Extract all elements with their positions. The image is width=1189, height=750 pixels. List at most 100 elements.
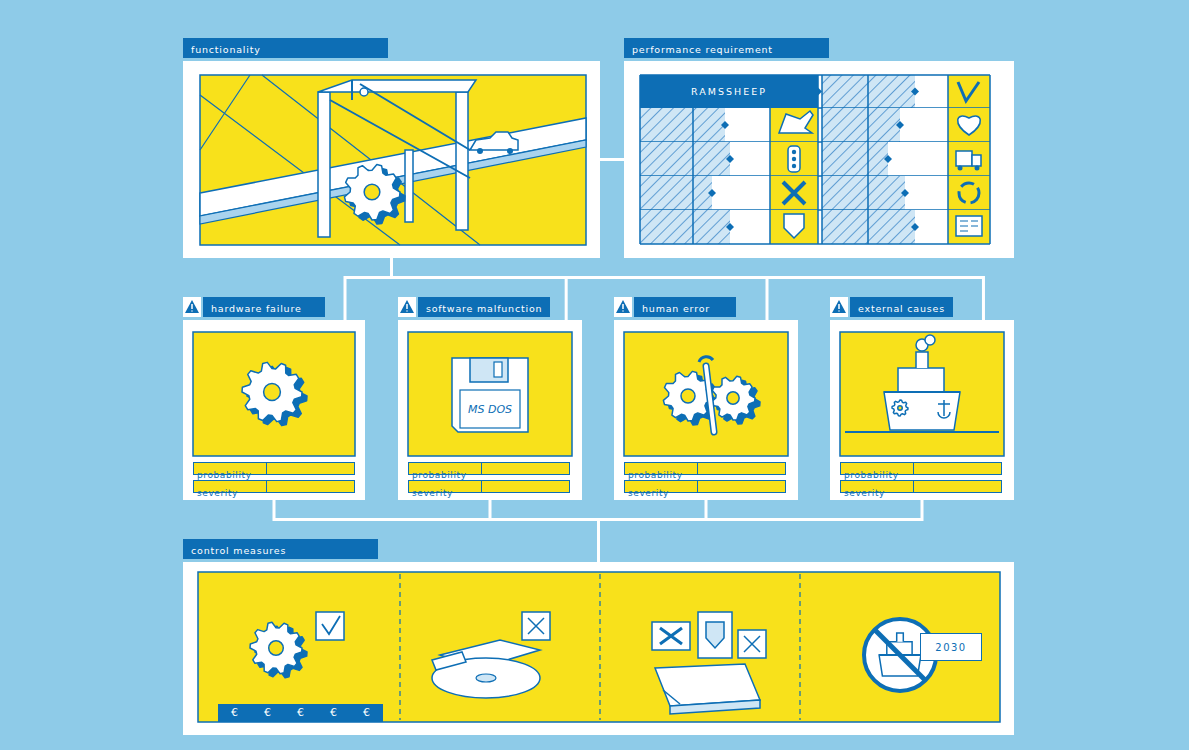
warning-ground bbox=[830, 297, 848, 317]
icon-cell bbox=[770, 176, 818, 210]
table-cell bbox=[640, 108, 770, 142]
warning-triangle bbox=[832, 300, 846, 313]
tools-icon bbox=[783, 182, 805, 204]
connector bbox=[392, 258, 567, 320]
check-box bbox=[316, 612, 344, 640]
rating-field: probability bbox=[624, 462, 786, 475]
usb-stick bbox=[432, 652, 466, 670]
warning-icon bbox=[830, 297, 848, 317]
bridge-deck-side bbox=[200, 140, 586, 224]
score-marker bbox=[901, 189, 909, 197]
warning-icon bbox=[614, 297, 632, 317]
heading-tab: hardware failure bbox=[203, 297, 325, 317]
gear-hole bbox=[364, 184, 380, 200]
panel-heading: external causes bbox=[858, 303, 945, 314]
connector bbox=[392, 258, 768, 320]
heading-tab: external causes bbox=[850, 297, 953, 317]
table-header-cell: RAMSSHEEP bbox=[640, 75, 818, 108]
cross-mark bbox=[528, 618, 544, 634]
truck-wheel bbox=[958, 166, 963, 171]
car-wheel bbox=[507, 148, 513, 154]
table-cell bbox=[640, 142, 770, 176]
score-hatch bbox=[822, 142, 888, 176]
gear-hole bbox=[898, 406, 902, 410]
traffic-lamp bbox=[792, 150, 796, 154]
warning-ground bbox=[614, 297, 632, 317]
traffic-lamp bbox=[792, 157, 796, 161]
panel: hardware failureprobabilityseverity bbox=[183, 320, 365, 500]
shield-icon bbox=[706, 622, 724, 648]
warning-mark bbox=[622, 304, 624, 312]
panel: performance requirementRAMSSHEEP bbox=[624, 61, 1014, 258]
gear-icon bbox=[892, 400, 908, 416]
table-cell bbox=[640, 176, 770, 210]
floppy-disk bbox=[452, 358, 528, 432]
connector bbox=[392, 258, 984, 320]
score-hatch bbox=[822, 108, 900, 142]
gear-icon bbox=[242, 362, 302, 421]
rating-field: severity bbox=[193, 480, 355, 493]
rating-field: probability bbox=[193, 462, 355, 475]
floppy-slot bbox=[494, 362, 502, 377]
pulley bbox=[360, 88, 368, 96]
cross-box bbox=[522, 612, 550, 640]
bridge-pier bbox=[405, 150, 413, 222]
gear-hole bbox=[727, 392, 739, 404]
section-divider bbox=[400, 574, 800, 720]
node-text: severity bbox=[841, 488, 885, 499]
panel: control measures2030€€€€€ bbox=[183, 562, 1014, 735]
truck-cab bbox=[972, 155, 981, 166]
tools-icon bbox=[660, 628, 682, 644]
field-divider bbox=[481, 481, 482, 492]
score-marker bbox=[726, 155, 734, 163]
ship-deck bbox=[884, 391, 960, 393]
warning-mark bbox=[191, 304, 193, 312]
bridge-tower bbox=[318, 92, 330, 237]
warning-icon bbox=[398, 297, 416, 317]
cost-bar: €€€€€ bbox=[218, 704, 383, 722]
warning-mark bbox=[838, 304, 840, 312]
panel: software malfunctionprobabilityseverityM… bbox=[398, 320, 582, 500]
bridge-icon bbox=[779, 111, 813, 133]
panel: external causesprobabilityseverity bbox=[830, 320, 1014, 500]
connector bbox=[345, 258, 392, 320]
warning-ground bbox=[183, 297, 201, 317]
score-hatch bbox=[640, 210, 730, 244]
icon-cell bbox=[948, 176, 990, 210]
warning-triangle bbox=[185, 300, 199, 313]
panel-heading: performance requirement bbox=[632, 44, 773, 55]
panel: functionality bbox=[183, 61, 600, 258]
illustration-ground bbox=[408, 332, 572, 456]
warning-icon bbox=[183, 297, 201, 317]
floppy-shutter bbox=[470, 358, 508, 382]
table-cell bbox=[822, 75, 948, 108]
shield-card bbox=[698, 612, 732, 658]
warning-triangle bbox=[616, 300, 630, 313]
node-text: severity bbox=[194, 488, 238, 499]
rating-field: probability bbox=[840, 462, 1002, 475]
panel: human errorprobabilityseverity bbox=[614, 320, 798, 500]
year-box: 2030 bbox=[920, 633, 982, 661]
score-marker bbox=[726, 223, 734, 231]
score-marker bbox=[721, 121, 729, 129]
icon-cell bbox=[770, 210, 818, 244]
floppy-label bbox=[460, 390, 520, 428]
illustration-ground bbox=[624, 332, 788, 456]
gear-hole bbox=[269, 641, 284, 656]
anchor-icon bbox=[938, 400, 950, 418]
score-hatch bbox=[640, 108, 725, 142]
gear-icon bbox=[344, 164, 400, 220]
shield-icon bbox=[784, 214, 804, 238]
prohibition-slash bbox=[875, 630, 925, 680]
table-grid bbox=[640, 75, 990, 244]
cost-symbol: € bbox=[363, 704, 370, 722]
ship-funnel bbox=[916, 352, 928, 368]
score-marker bbox=[911, 88, 919, 96]
warning-ground bbox=[398, 297, 416, 317]
rating-field: severity bbox=[624, 480, 786, 493]
bridge-tower bbox=[456, 92, 468, 230]
cost-symbol: € bbox=[297, 704, 304, 722]
traffic-lamp bbox=[792, 164, 796, 168]
ship-hull bbox=[884, 392, 960, 430]
